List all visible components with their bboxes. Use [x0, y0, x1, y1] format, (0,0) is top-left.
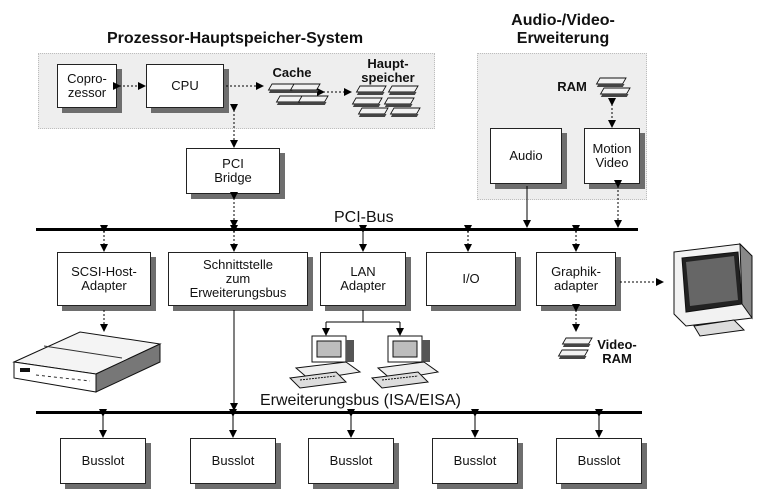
hauptspeicher-memory-chip-icon	[353, 86, 420, 117]
monitor-icon	[674, 244, 752, 336]
video-ram-memory-chip-icon	[559, 338, 592, 359]
scsi-drive-icon	[14, 332, 160, 392]
ram-memory-chip-icon	[597, 78, 630, 97]
cache-memory-chip-icon	[269, 84, 328, 105]
desktop-computer-icon-1	[290, 336, 360, 388]
desktop-computer-icon-2	[372, 336, 438, 388]
